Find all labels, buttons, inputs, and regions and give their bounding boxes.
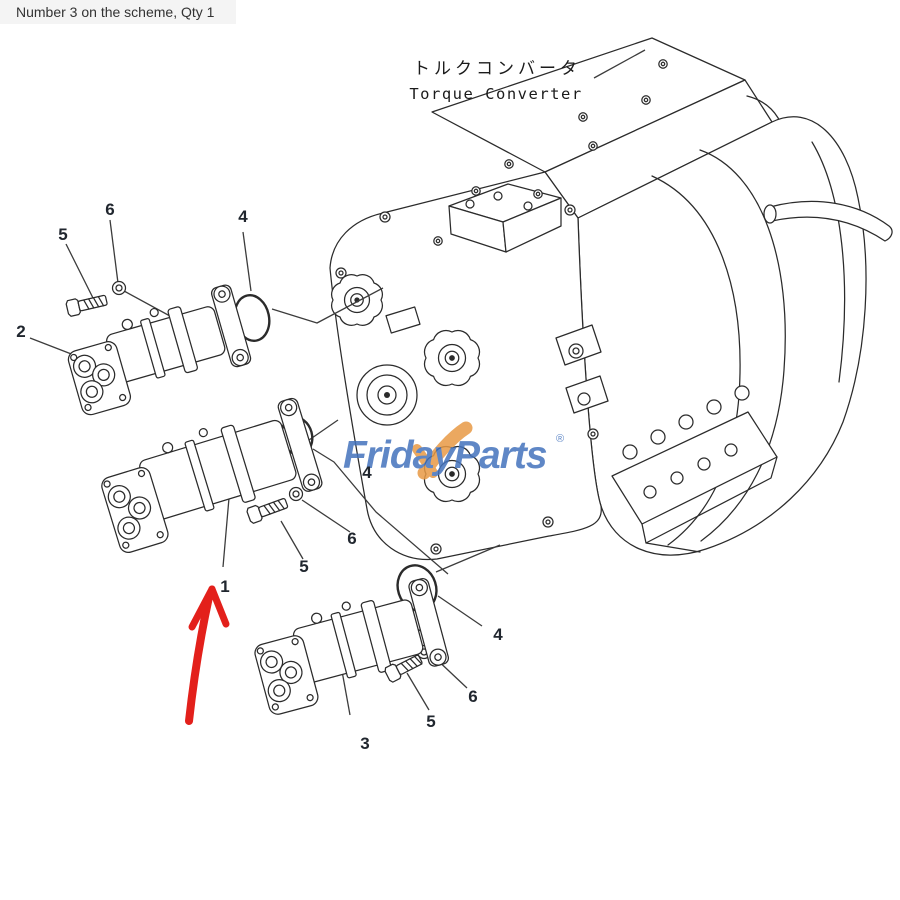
part-number-label: 3 — [360, 734, 369, 753]
watermark: FridayParts ® — [343, 421, 564, 480]
part-number-label: 6 — [347, 529, 356, 548]
pump-assembly-1 — [101, 397, 323, 553]
housing-detail — [331, 59, 750, 555]
part-number-label: 4 — [493, 625, 503, 644]
screw-icon — [658, 59, 668, 69]
part-number-label: 4 — [362, 463, 372, 482]
callout-layer: 5 6 2 4 4 6 5 1 4 6 5 3 — [16, 200, 503, 753]
screw-icon — [588, 141, 598, 151]
leader-lines — [29, 219, 501, 716]
part-number-label: 1 — [220, 577, 229, 596]
bolt-5-bottom — [384, 654, 423, 683]
part-number-label: 6 — [105, 200, 114, 219]
part-number-label: 5 — [299, 557, 308, 576]
pumps-and-bolts — [65, 284, 450, 715]
part-number-label: 4 — [238, 207, 248, 226]
title-japanese: トルクコンバータ — [413, 59, 581, 79]
screw-icon — [641, 95, 651, 105]
screw-icon — [433, 236, 443, 246]
washer-6-middle — [288, 486, 304, 502]
title-leader-line — [593, 49, 646, 79]
red-arrow-icon — [185, 585, 230, 725]
header-note: Number 3 on the scheme, Qty 1 — [0, 0, 237, 24]
bolt-5-top — [65, 294, 108, 317]
bolt-5-middle — [246, 498, 289, 524]
part-number-label: 6 — [468, 687, 477, 706]
part-number-label: 2 — [16, 322, 25, 341]
screw-icon — [578, 112, 588, 122]
part-number-label: 5 — [58, 225, 67, 244]
watermark-registered-mark: ® — [556, 433, 564, 445]
part-number-label: 5 — [426, 712, 435, 731]
pump-assembly-2 — [67, 284, 252, 416]
washer-6-top — [111, 280, 127, 296]
watermark-brand: FridayParts — [343, 434, 547, 477]
hose-drawing — [769, 200, 893, 242]
screw-icon — [533, 189, 543, 199]
screw-icon — [504, 159, 514, 169]
watermark-swoosh-foot-icon — [412, 444, 438, 478]
pump-assembly-3 — [254, 577, 450, 715]
screw-icon — [471, 186, 481, 196]
torque-converter-drawing — [329, 37, 893, 561]
title-english: Torque Converter — [409, 85, 582, 103]
